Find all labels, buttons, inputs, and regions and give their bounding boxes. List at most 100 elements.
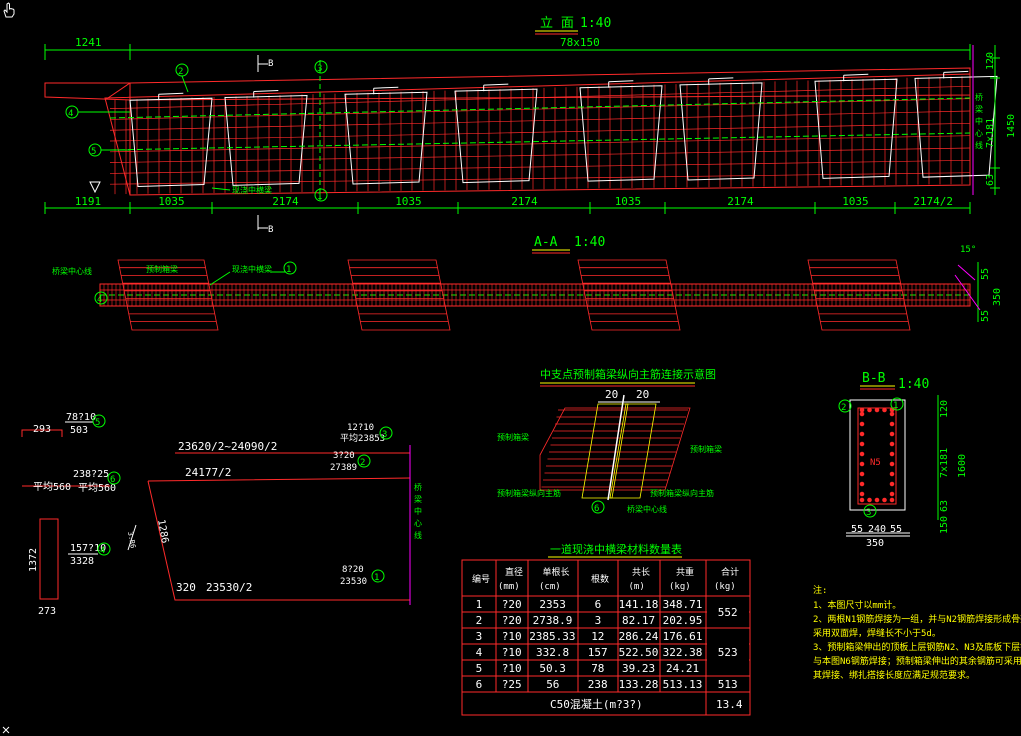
- table-cell: 50.3: [539, 662, 566, 675]
- note-line-3: 采用双面焊，焊缝长不小于5d。: [813, 627, 941, 639]
- svg-text:预制箱梁纵向主筋: 预制箱梁纵向主筋: [497, 488, 561, 498]
- svg-text:4: 4: [97, 295, 102, 305]
- aa-label-precast: 预制箱梁: [146, 264, 178, 274]
- cut-b-top: B: [257, 55, 273, 72]
- table-total: 552: [718, 606, 738, 619]
- svg-text:8?20: 8?20: [342, 565, 364, 575]
- dim-bottom-0: 1191: [75, 195, 102, 208]
- dim-bottom-5: 1035: [615, 195, 642, 208]
- notes: 注: 1、本图尺寸以mm计。 2、两根N1钢筋焊接为一组，并与N2钢筋焊接形成骨…: [813, 584, 1021, 681]
- table-cell: 348.71: [663, 598, 703, 611]
- table-title: 一道现浇中横梁材料数量表: [550, 542, 682, 556]
- aa-angle: 15°: [960, 245, 976, 255]
- cut-b-bottom: B: [257, 215, 273, 235]
- aa-label-center: 桥梁中心线: [52, 266, 92, 276]
- svg-text:线: 线: [414, 530, 422, 540]
- note-line-4: 3、预制箱梁伸出的顶板上层钢筋N2、N3及底板下层钢筋: [813, 641, 1021, 653]
- table-cell: 2: [476, 614, 483, 627]
- title-splice: 中支点预制箱梁纵向主筋连接示意图: [540, 367, 716, 381]
- table-cell: ?20: [502, 598, 522, 611]
- svg-text:20: 20: [605, 388, 618, 401]
- table-header: 编号: [472, 573, 490, 585]
- svg-text:23530/2: 23530/2: [206, 581, 252, 594]
- table-cell: 2385.33: [529, 630, 575, 643]
- dim-bottom-3: 1035: [395, 195, 422, 208]
- table-cell: 3: [595, 614, 602, 627]
- note-line-5: 与本图N6钢筋焊接；预制箱梁伸出的其余钢筋可采用绑扎: [813, 655, 1021, 667]
- svg-text:1372: 1372: [28, 548, 39, 572]
- svg-text:1600: 1600: [957, 454, 968, 478]
- table-total: 513: [718, 678, 738, 691]
- marker-1: 1: [314, 188, 328, 202]
- table-header: 单根长: [543, 566, 570, 578]
- svg-text:桥: 桥: [414, 482, 422, 492]
- svg-text:预制箱梁: 预制箱梁: [497, 432, 529, 442]
- table-header: (mm): [498, 582, 520, 592]
- svg-text:梁: 梁: [414, 495, 422, 504]
- title-elevation: 立 面 1:40: [535, 16, 611, 35]
- svg-text:1: 1: [893, 401, 898, 411]
- svg-text:4: 4: [68, 109, 73, 119]
- svg-text:23530: 23530: [340, 577, 367, 587]
- marker-5: 5: [88, 143, 130, 157]
- note-line-6: 其焊接、绑扎搭接长度应满足规范要求。: [813, 669, 975, 681]
- svg-text:3?20: 3?20: [333, 451, 355, 461]
- table-concrete-value: 13.4: [716, 698, 743, 711]
- svg-text:78?10: 78?10: [66, 412, 96, 423]
- table-cell: 157: [588, 646, 608, 659]
- svg-text:线: 线: [975, 140, 983, 150]
- svg-text:240: 240: [868, 524, 886, 535]
- svg-text:273: 273: [38, 606, 56, 617]
- svg-text:1: 1: [286, 265, 291, 275]
- hand-cursor-icon: [3, 2, 15, 18]
- table-cell: ?10: [502, 646, 522, 659]
- table-header: 直径: [505, 566, 523, 578]
- svg-text:1:40: 1:40: [574, 235, 605, 250]
- table-cell: 4: [476, 646, 483, 659]
- table-cell: 176.61: [663, 630, 703, 643]
- table-cell: 6: [595, 598, 602, 611]
- dim-bottom-6: 2174: [727, 195, 754, 208]
- svg-text:B: B: [268, 225, 273, 235]
- svg-text:心: 心: [414, 519, 422, 528]
- svg-text:120: 120: [939, 400, 950, 418]
- dim-right-1450: 1450: [1006, 114, 1017, 138]
- svg-text:7x181: 7x181: [939, 448, 950, 478]
- table-total: 523: [718, 646, 738, 659]
- table-cell: 12: [591, 630, 604, 643]
- svg-text:1286: 1286: [155, 519, 170, 545]
- label-pour-beam: 现浇中横梁: [232, 185, 272, 195]
- table-cell: 2353: [539, 598, 566, 611]
- section-bb: B-B 1:40 N5 2 1 3 120 7x181 1600 63 150 …: [838, 371, 968, 549]
- table-cell: 6: [476, 678, 483, 691]
- svg-text:6: 6: [110, 475, 115, 485]
- svg-text:4: 4: [100, 546, 105, 556]
- dim-right-7x181: 7x181: [985, 118, 996, 148]
- svg-text:23620/2~24090/2: 23620/2~24090/2: [178, 440, 277, 453]
- svg-text:桥梁中心线: 桥梁中心线: [627, 504, 667, 514]
- table-cell: 133.28: [619, 678, 659, 691]
- splice-diagram: 中支点预制箱梁纵向主筋连接示意图 20 20 预制箱梁 预制箱梁 预制箱梁纵向主…: [497, 367, 722, 514]
- svg-text:20: 20: [636, 388, 649, 401]
- svg-text:预制箱梁纵向主筋: 预制箱梁纵向主筋: [650, 488, 714, 498]
- svg-text:6: 6: [594, 504, 599, 514]
- svg-text:55: 55: [980, 310, 991, 322]
- dim-bottom-2: 2174: [272, 195, 299, 208]
- table-cell: 82.17: [622, 614, 655, 627]
- svg-text:3: 3: [317, 64, 322, 74]
- bb-marker-2: 2: [838, 399, 852, 413]
- dim-right-63: 63: [985, 174, 996, 186]
- elevation-view: 1241 78x150 2 3 4: [44, 36, 1017, 235]
- svg-text:1: 1: [374, 573, 379, 583]
- svg-text:中: 中: [414, 506, 422, 516]
- svg-text:5: 5: [95, 418, 100, 428]
- table-cell: 202.95: [663, 614, 703, 627]
- material-table: 一道现浇中横梁材料数量表 编号直径(mm)单根长(cm)根数共长(m)共重(kg…: [461, 542, 751, 716]
- svg-text:350: 350: [866, 538, 884, 549]
- title-bb-text: B-B: [862, 371, 886, 386]
- svg-text:24177/2: 24177/2: [185, 466, 231, 479]
- label-bridge-center-right: 桥梁中心线: [975, 92, 983, 150]
- table-cell: ?20: [502, 614, 522, 627]
- svg-text:320: 320: [176, 581, 196, 594]
- svg-text:2: 2: [178, 67, 183, 77]
